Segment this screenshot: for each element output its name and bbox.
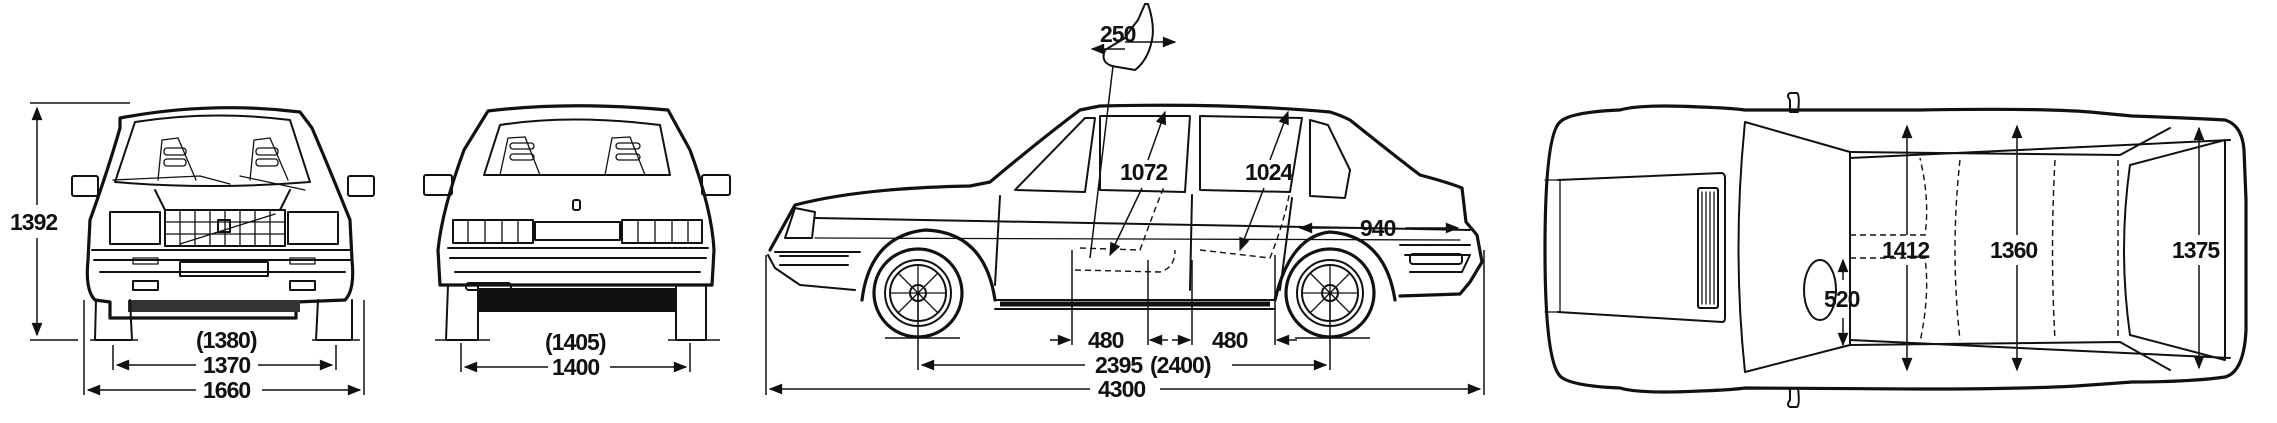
front-plate	[179, 261, 269, 277]
side-body-outline	[768, 103, 1484, 298]
dim-wheelbase: 2395	[1095, 352, 1143, 378]
rear-view	[423, 104, 731, 341]
dim-rear-track-alt: (1405)	[545, 329, 606, 355]
rear-plate	[534, 221, 621, 241]
front-view	[71, 106, 375, 341]
tail-light-right	[621, 219, 703, 244]
dim-front-track: 1370	[203, 352, 250, 378]
top-body-outline	[1543, 104, 2248, 394]
dim-wheelbase-alt: (2400)	[1150, 352, 1211, 378]
dim-cargo-width: 1375	[2172, 237, 2220, 263]
front-body-outline	[85, 106, 355, 320]
dim-rear-headroom: 1024	[1245, 159, 1293, 185]
seat-right	[249, 137, 289, 181]
top-mirror-right	[1787, 387, 1800, 408]
top-rear-window	[2123, 139, 2226, 361]
mirror-right	[347, 175, 375, 197]
top-dimensions: 1412 520 1360 1375	[1824, 124, 2221, 372]
dim-rear-shoulder-width: 1360	[1990, 237, 2037, 263]
rear-lock	[572, 199, 581, 211]
headlight-right	[287, 211, 339, 245]
dim-front-track-alt: (1380)	[196, 327, 257, 353]
mirror-left	[71, 175, 99, 197]
rear-mirror-left	[423, 174, 453, 196]
rear-door-window	[1199, 115, 1303, 193]
rear-window	[483, 118, 671, 176]
top-view	[1543, 92, 2248, 408]
front-dimensions: 1392 (1380) 1370 1660	[10, 102, 365, 403]
dim-overall-width: 1660	[203, 377, 250, 403]
top-mirror-left	[1787, 92, 1800, 113]
rear-body-outline	[436, 104, 716, 287]
dim-front-headroom: 1072	[1120, 159, 1167, 185]
tail-light-left	[452, 219, 534, 244]
quarter-window	[1309, 119, 1351, 199]
rear-mirror-right	[701, 174, 731, 196]
dim-seat-travel: 250	[1100, 21, 1136, 47]
hood-vent	[1697, 187, 1719, 309]
front-tire-left	[94, 299, 133, 341]
dim-height: 1392	[10, 209, 57, 235]
seat-left	[157, 137, 197, 181]
dim-front-shoulder-width: 1412	[1882, 237, 1929, 263]
front-tire-right	[315, 299, 353, 341]
dim-rear-track: 1400	[552, 354, 599, 380]
dim-front-legroom: 480	[1088, 327, 1124, 353]
top-windshield	[1737, 121, 1851, 373]
dim-rear-cargo-length: 940	[1360, 215, 1396, 241]
headlight-left	[109, 211, 161, 245]
rear-dimensions: (1405) 1400	[460, 329, 691, 380]
dim-rear-legroom: 480	[1212, 327, 1248, 353]
dim-seat-width: 520	[1824, 286, 1860, 312]
front-wheel-arch	[860, 228, 997, 302]
rear-wheel-arch	[1273, 230, 1397, 302]
dim-overall-length: 4300	[1098, 376, 1145, 402]
side-headlight	[784, 207, 816, 239]
front-windshield	[114, 114, 311, 187]
windshield-side	[1014, 117, 1096, 193]
steering-wheel	[1803, 259, 1837, 321]
seat-icon	[1102, 3, 1154, 71]
side-dimensions: 250 1072 1024 940 480 480 2395 (2400)	[765, 21, 1485, 402]
